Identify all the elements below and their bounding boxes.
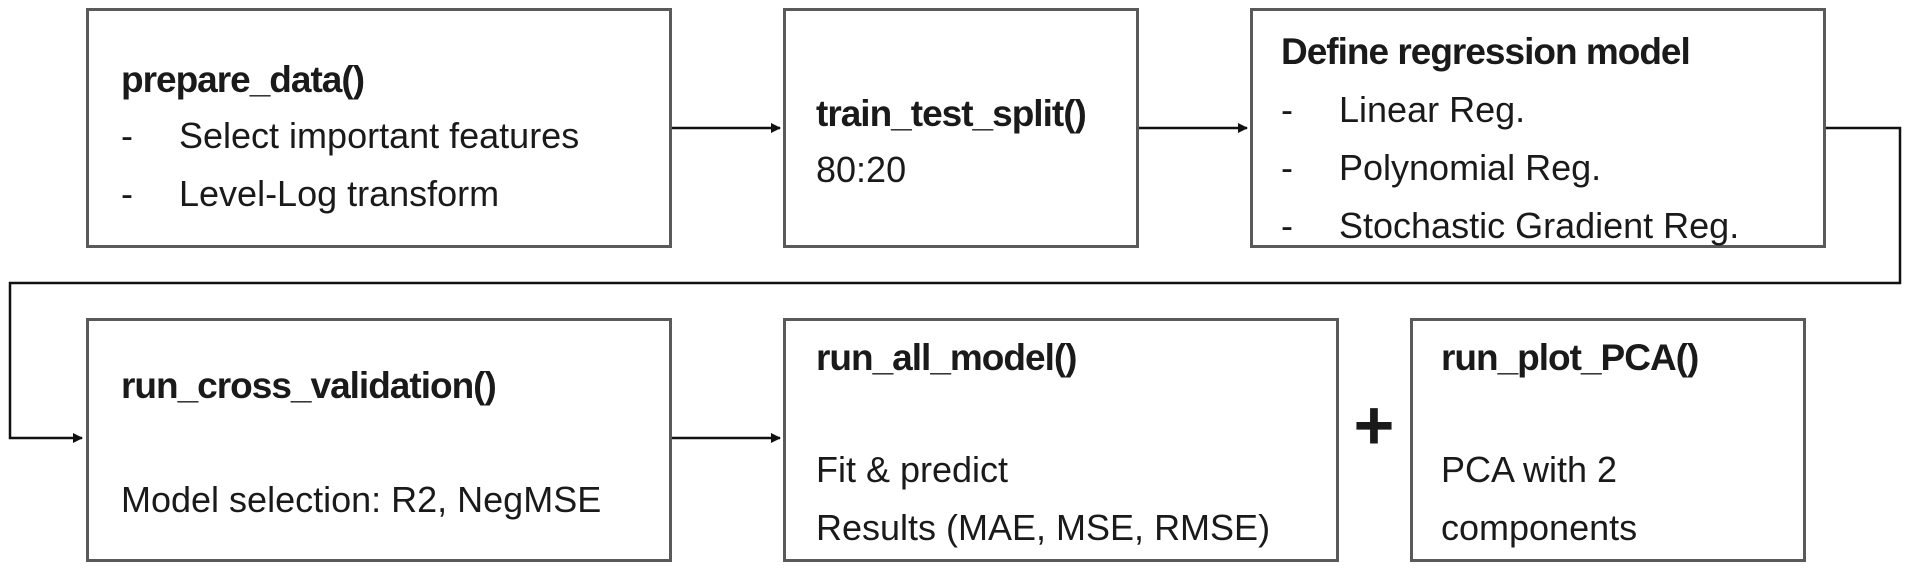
box-prepare-data: prepare_data() - Select important featur…	[86, 8, 672, 248]
body-line: components	[1441, 507, 1638, 548]
body-line: Fit & predict	[816, 449, 1009, 490]
list-item-label: Polynomial Reg.	[1339, 147, 1602, 188]
bullet-dash: -	[1281, 205, 1293, 246]
arrow-define-to-crossval	[8, 126, 1902, 443]
box-title: run_cross_validation()	[121, 365, 497, 406]
box-title: prepare_data()	[121, 59, 365, 100]
bullet-dash: -	[121, 173, 133, 214]
list-item-label: Select important features	[179, 115, 580, 156]
list-item-label: Stochastic Gradient Reg.	[1339, 205, 1740, 246]
body-line: Results (MAE, MSE, RMSE)	[816, 507, 1271, 548]
box-define-model: Define regression model - Linear Reg. - …	[1250, 8, 1826, 248]
model-selection-text: Model selection: R2, NegMSE	[121, 479, 602, 520]
plus-sign: +	[1353, 386, 1395, 464]
bullet-dash: -	[1281, 89, 1293, 130]
box-run-all-model: run_all_model() Fit & predict Results (M…	[783, 318, 1339, 562]
box-run-plot-pca: run_plot_PCA() PCA with 2 components	[1410, 318, 1806, 562]
body-line: PCA with 2	[1441, 449, 1618, 490]
box-cross-validation: run_cross_validation() Model selection: …	[86, 318, 672, 562]
list-item-label: Linear Reg.	[1339, 89, 1526, 130]
box-title: train_test_split()	[816, 93, 1087, 134]
bullet-dash: -	[121, 115, 133, 156]
box-title: run_plot_PCA()	[1441, 337, 1699, 378]
list-item-label: Level-Log transform	[179, 173, 500, 214]
box-train-test-split: train_test_split() 80:20	[783, 8, 1139, 248]
box-title: run_all_model()	[816, 337, 1077, 378]
split-ratio: 80:20	[816, 149, 907, 190]
bullet-dash: -	[1281, 147, 1293, 188]
box-title: Define regression model	[1281, 31, 1691, 72]
